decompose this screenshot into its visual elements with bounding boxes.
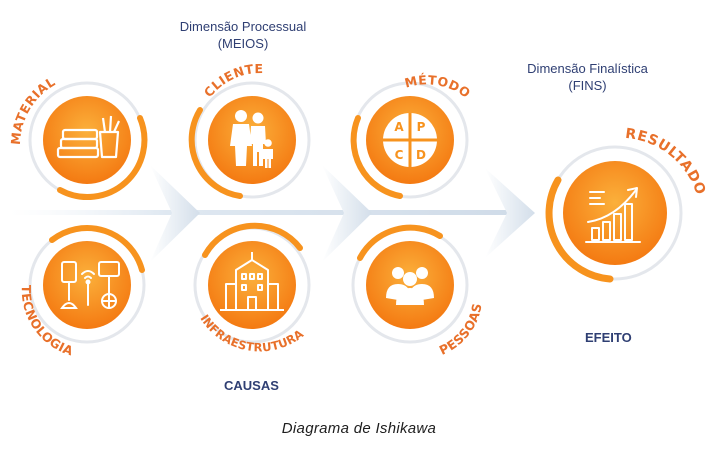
chevron-arrow-1 xyxy=(150,165,200,262)
pdca-c: C xyxy=(395,148,404,162)
spine xyxy=(10,210,530,215)
cause-material: MATERIAL xyxy=(8,74,148,200)
effect-resultado: RESULTADO xyxy=(545,126,708,283)
pdca-d: D xyxy=(416,148,426,162)
header-finalistica: Dimensão Finalística (FINS) xyxy=(500,60,675,94)
cause-infraestrutura: INFRAESTRUTURA xyxy=(193,222,311,354)
chevron-arrow-2 xyxy=(322,165,372,262)
pdca-a: A xyxy=(394,120,404,134)
building-icon xyxy=(220,252,284,311)
header-processual-line2: (MEIOS) xyxy=(217,36,269,51)
label-efeito: EFEITO xyxy=(585,330,632,345)
chevron-arrow-3 xyxy=(485,168,535,258)
header-processual: Dimensão Processual (MEIOS) xyxy=(158,18,328,52)
cause-metodo: A P C D MÉTODO xyxy=(350,72,473,199)
cause-tecnologia: TECNOLOGIA xyxy=(19,224,146,359)
pdca-cycle-icon: A P C D xyxy=(383,113,437,167)
pdca-p: P xyxy=(417,120,426,134)
label-causas: CAUSAS xyxy=(224,378,279,393)
books-icon xyxy=(56,115,121,159)
ishikawa-diagram: MATERIAL TECNOLOGIA xyxy=(8,61,708,359)
header-finalistica-line1: Dimensão Finalística xyxy=(527,61,648,76)
cause-pessoas: PESSOAS xyxy=(351,224,484,358)
header-processual-line1: Dimensão Processual xyxy=(179,19,307,34)
header-finalistica-line2: (FINS) xyxy=(568,78,607,93)
network-devices-icon xyxy=(60,261,120,309)
family-icon xyxy=(230,110,273,168)
growth-chart-icon xyxy=(585,187,641,243)
people-group-icon xyxy=(386,267,434,305)
diagram-caption: Diagrama de Ishikawa xyxy=(281,420,437,437)
cause-cliente: CLIENTE xyxy=(188,61,311,199)
